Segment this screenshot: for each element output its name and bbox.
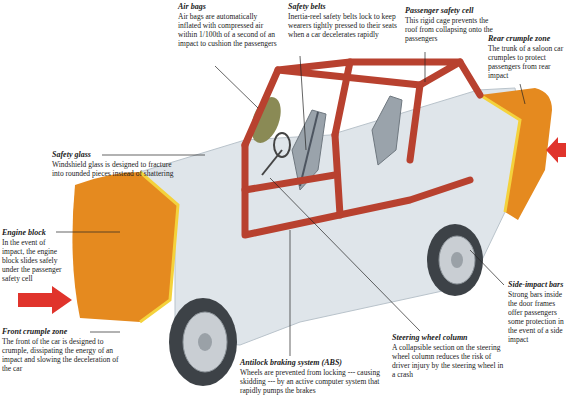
callout: Safety glassWindshield glass is designed… bbox=[52, 150, 184, 178]
callout-heading: Air bags bbox=[178, 2, 280, 12]
callout: Engine blockIn the event of impact, the … bbox=[2, 228, 66, 283]
callout-heading: Steering wheel column bbox=[392, 333, 504, 343]
callout-heading: Front crumple zone bbox=[2, 327, 128, 337]
callout: Steering wheel columnA collapsible secti… bbox=[392, 333, 504, 379]
callout-text: Strong bars inside the door frames offer… bbox=[508, 290, 565, 344]
callout: Front crumple zoneThe front of the car i… bbox=[2, 327, 128, 373]
callout-heading: Safety glass bbox=[52, 150, 184, 160]
callout-heading: Safety belts bbox=[288, 2, 398, 12]
callout-heading: Side-impact bars bbox=[508, 280, 565, 290]
callout-text: Air bags are automatically inflated with… bbox=[178, 12, 280, 48]
callout-heading: Passenger safety cell bbox=[405, 6, 501, 16]
callout-text: Inertia-reel safety belts lock to keep w… bbox=[288, 12, 398, 39]
callout: Safety beltsInertia-reel safety belts lo… bbox=[288, 2, 398, 39]
callout-heading: Engine block bbox=[2, 228, 66, 238]
callout-text: The trunk of a saloon car crumples to pr… bbox=[488, 44, 564, 80]
callout-text: The front of the car is designed to crum… bbox=[2, 337, 128, 373]
callout: Air bagsAir bags are automatically infla… bbox=[178, 2, 280, 48]
callout-text: This rigid cage prevents the roof from c… bbox=[405, 16, 501, 43]
callout-text: Wheels are prevented from locking --- ca… bbox=[240, 368, 386, 395]
callout: Antilock braking system (ABS)Wheels are … bbox=[240, 358, 386, 395]
callout: Passenger safety cellThis rigid cage pre… bbox=[405, 6, 501, 43]
callout-text: Windshield glass is designed to fracture… bbox=[52, 160, 184, 178]
callout: Rear crumple zoneThe trunk of a saloon c… bbox=[488, 34, 564, 80]
callout-heading: Antilock braking system (ABS) bbox=[240, 358, 386, 368]
callout-heading: Rear crumple zone bbox=[488, 34, 564, 44]
callout: Side-impact barsStrong bars inside the d… bbox=[508, 280, 565, 344]
callout-text: A collapsible section on the steering wh… bbox=[392, 343, 504, 379]
callout-text: In the event of impact, the engine block… bbox=[2, 238, 66, 283]
